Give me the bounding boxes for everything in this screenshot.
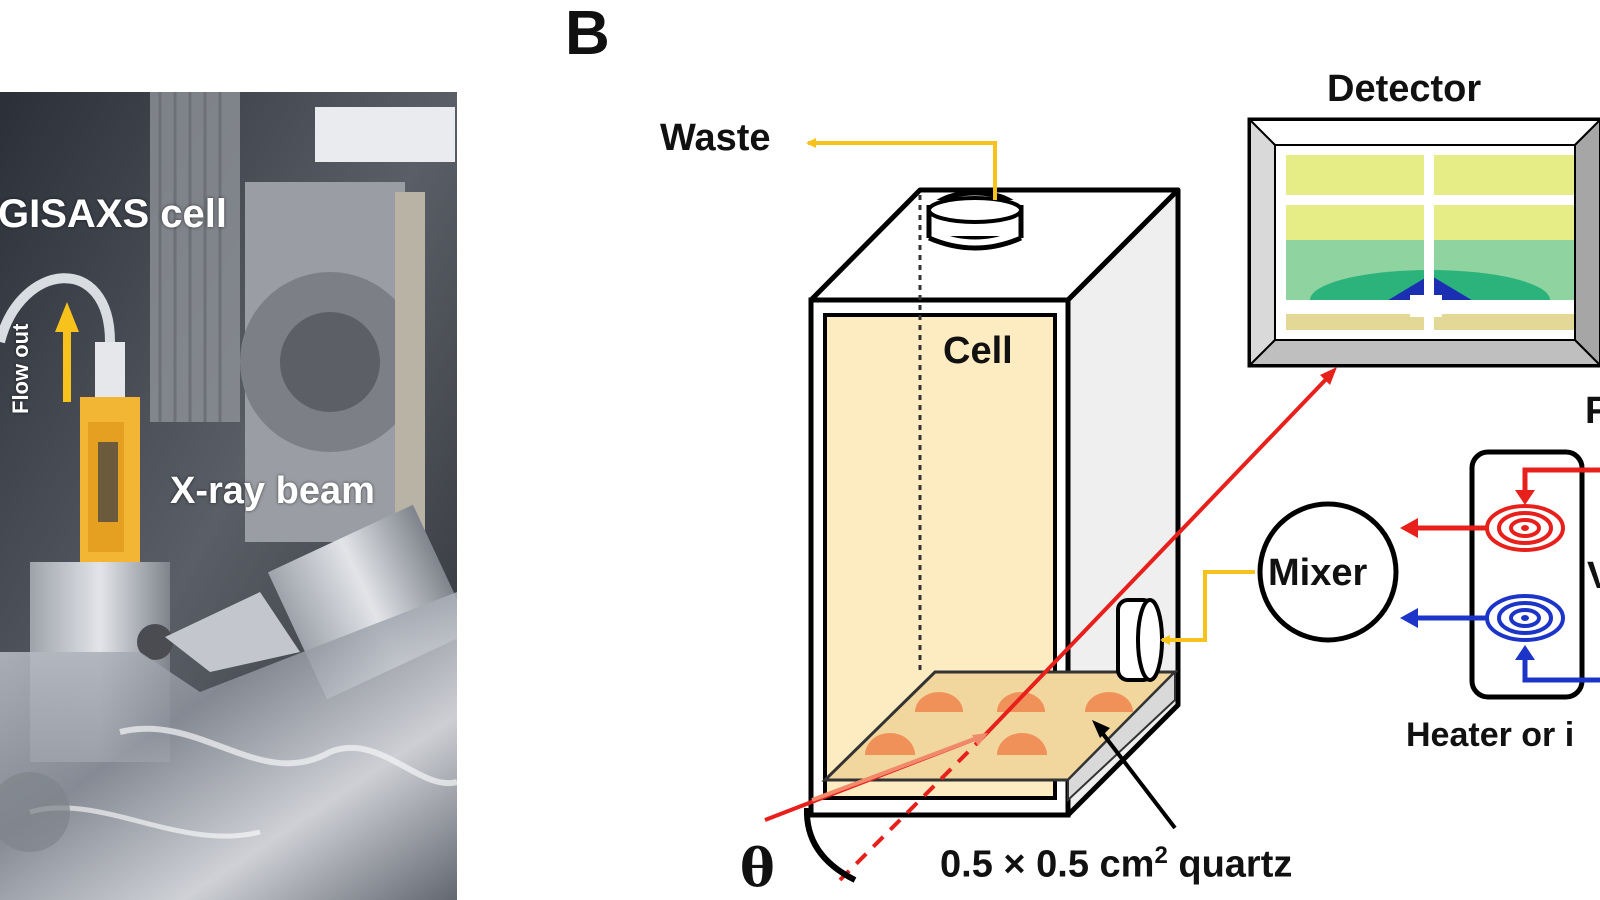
panel-b-letter: B [565, 0, 610, 68]
waste-line [806, 138, 997, 200]
cut-label-right-mid: V [1587, 555, 1600, 597]
waste-label: Waste [660, 117, 771, 159]
detector [1247, 117, 1600, 368]
hot-line [1400, 467, 1600, 538]
quartz-label: 0.5 × 0.5 cm2 quartz [940, 842, 1292, 887]
detector-label: Detector [1327, 68, 1482, 110]
heater-box [1469, 449, 1585, 700]
mixer-to-cell-line [1160, 570, 1255, 645]
mixer [1257, 501, 1399, 643]
heater-label: Heater or i [1406, 716, 1575, 754]
quartz-label-suffix: quartz [1167, 843, 1293, 886]
particles [865, 692, 1133, 755]
theta-label: θ [740, 838, 775, 899]
hot-coil [1485, 504, 1565, 552]
quartz-label-sup: 2 [1154, 842, 1168, 869]
mixer-label: Mixer [1268, 552, 1368, 594]
inlet-port [1116, 598, 1164, 682]
photo-label-gisaxs-cell: GISAXS cell [0, 192, 227, 236]
cold-line [1400, 608, 1600, 683]
quartz-label-main: 0.5 × 0.5 cm [940, 843, 1155, 886]
photo-label-xray-beam: X-ray beam [170, 470, 375, 512]
quartz-pointer [1092, 720, 1177, 830]
cell-box [808, 187, 1181, 818]
xray-beam [764, 367, 1337, 883]
cut-label-right-top: F [1585, 390, 1600, 432]
photo-illustration [0, 92, 457, 900]
cold-coil [1485, 594, 1565, 642]
cell-label: Cell [943, 330, 1013, 372]
outlet-port [926, 190, 1024, 251]
photo-panel-a: GISAXS cell Flow out X-ray beam [0, 92, 457, 900]
